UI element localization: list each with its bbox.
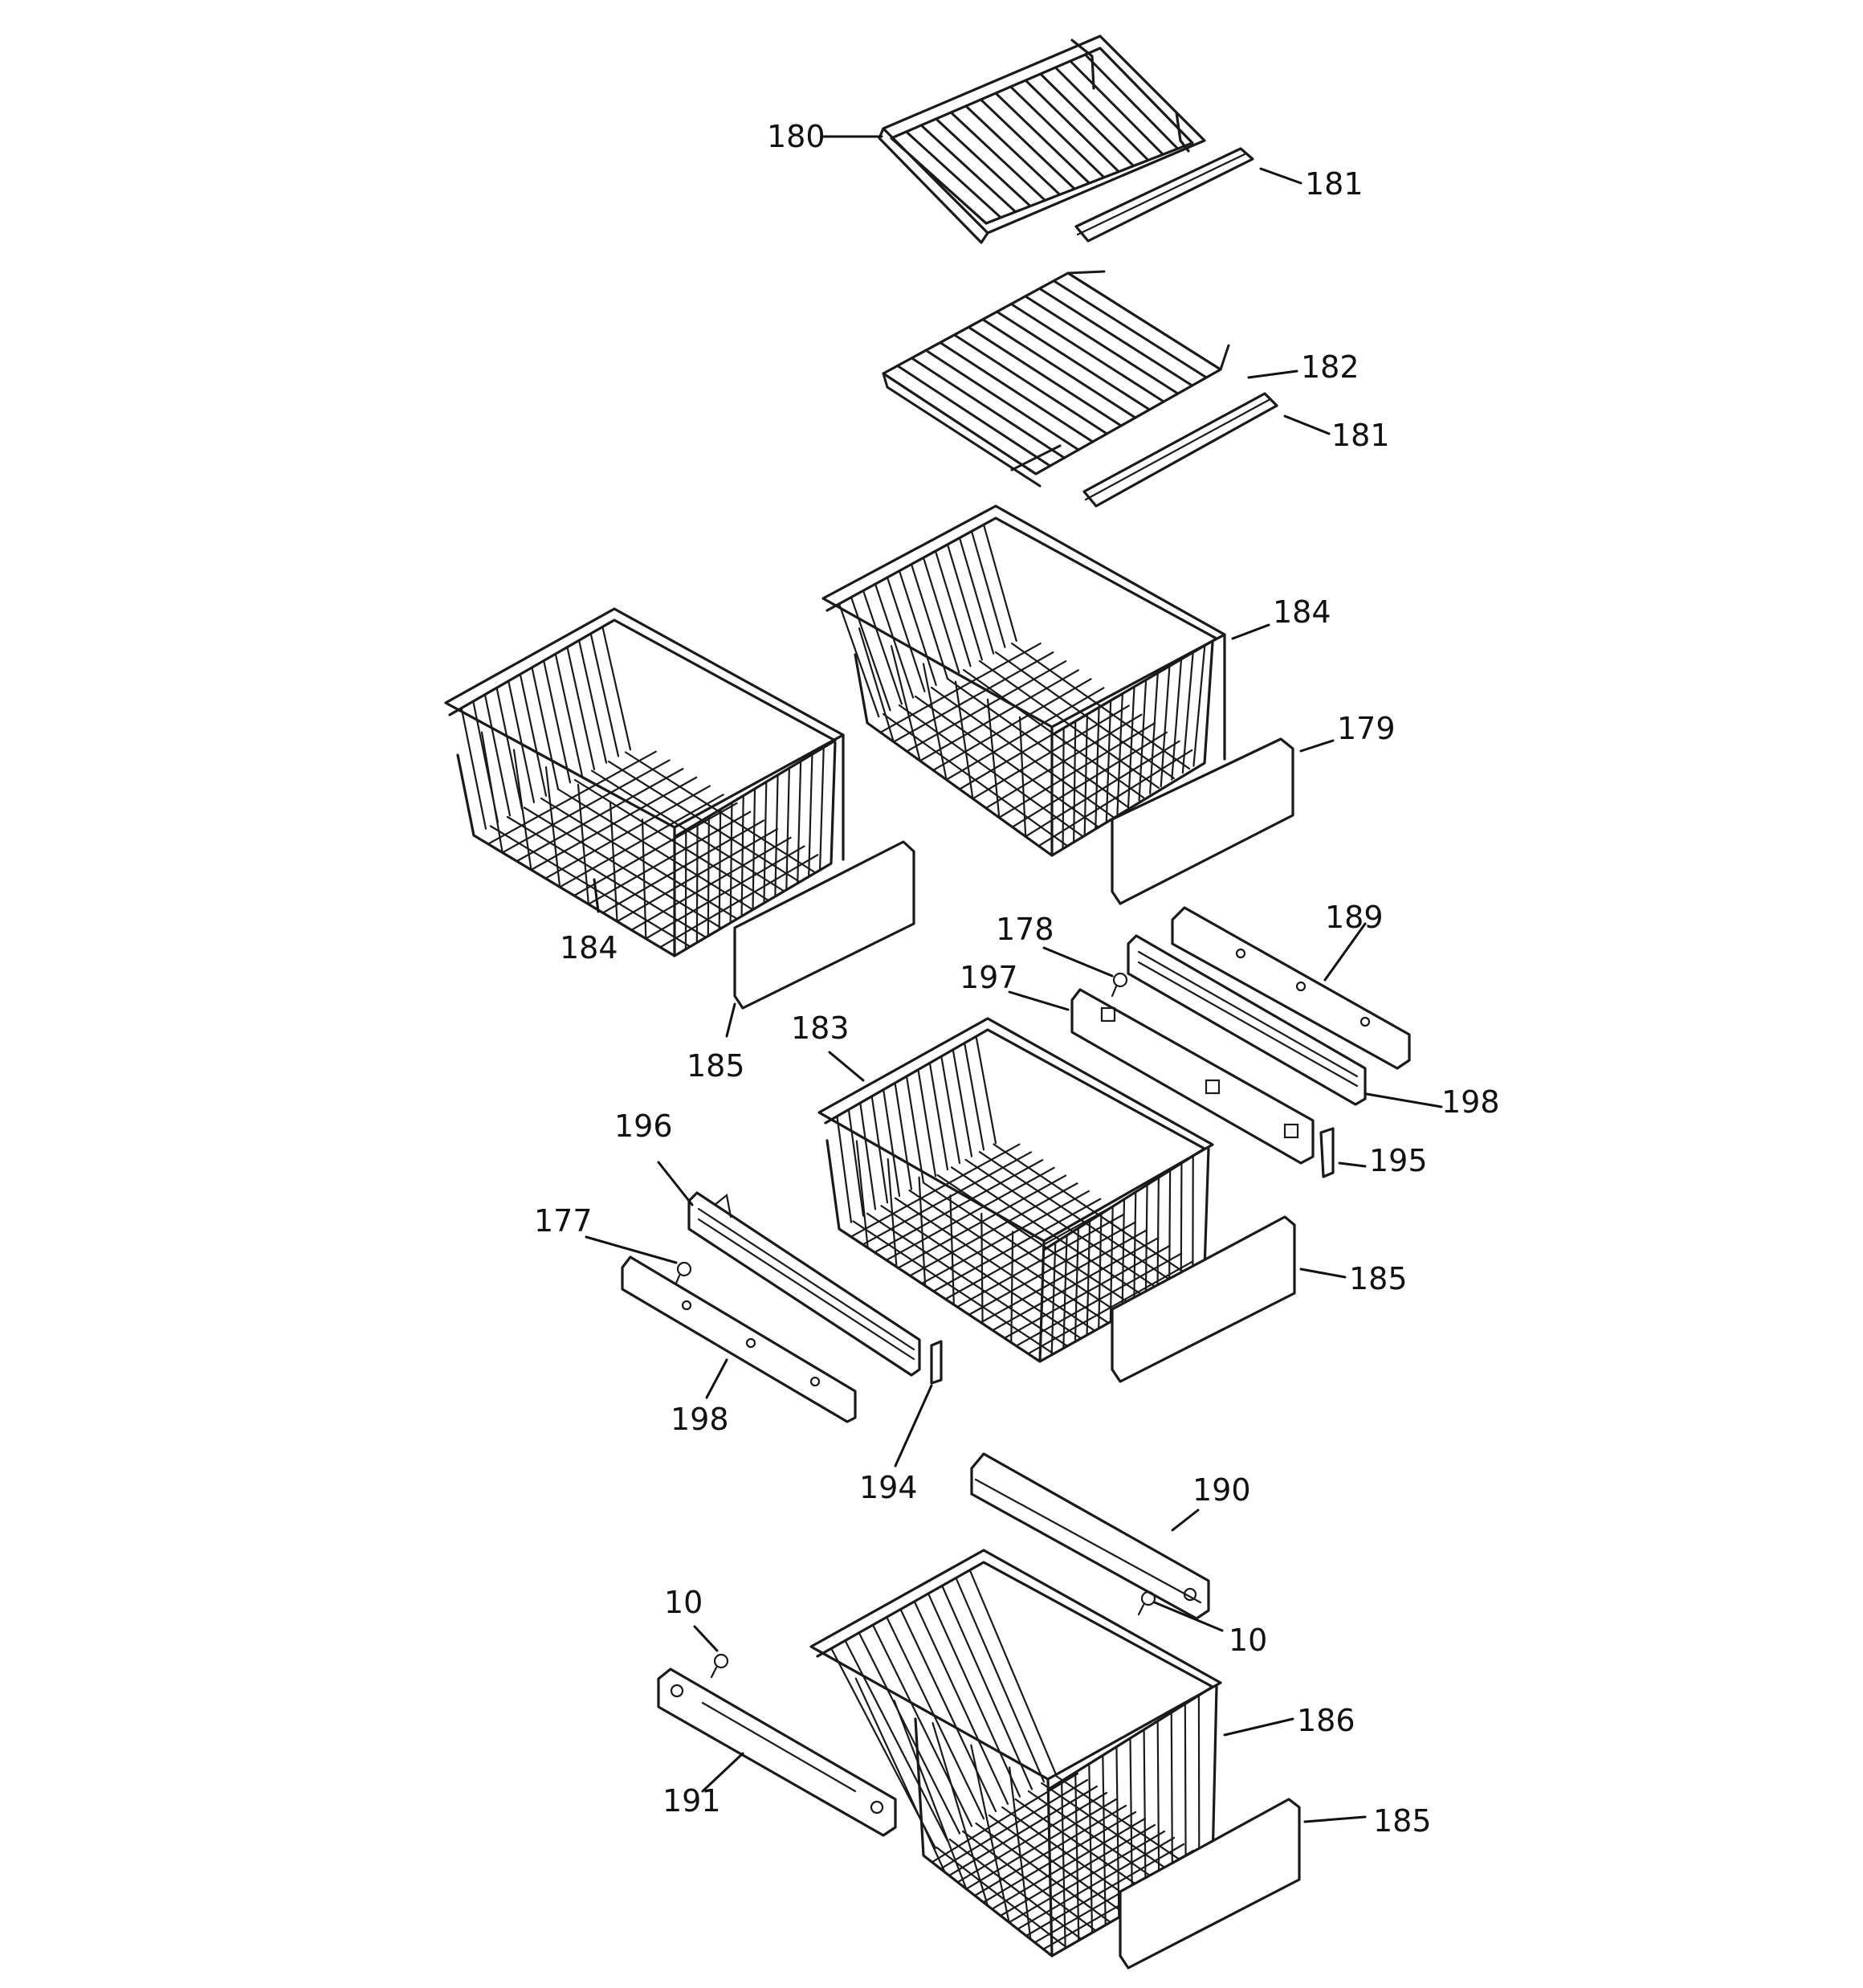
part-181-shelf-trim-lower [1082,392,1278,508]
part-10-screw-right [1137,1590,1156,1616]
part-181-shelf-trim-upper [1074,147,1254,243]
part-196-slide-rail-left [687,1191,921,1377]
part-178-screw [1111,972,1128,998]
basket-184-left-wires [460,626,825,950]
callout-185: 185 [1373,1803,1432,1839]
part-197-mounting-bracket [1070,988,1315,1165]
callout-181: 181 [1305,166,1364,202]
callout-198: 198 [1441,1084,1500,1120]
part-195-rail-clip [1319,1127,1335,1178]
part-185-basket-front-panel-b [1111,1215,1296,1383]
callout-190: 190 [1192,1472,1251,1508]
part-191-drawer-rail-lower [657,1668,897,1837]
part-185-basket-front-panel-c [1119,1798,1301,1970]
part-186-wire-basket-bottom [809,1549,1222,1957]
callout-189: 189 [1325,900,1384,935]
callout-177: 177 [534,1203,593,1239]
callout-184: 184 [560,930,618,965]
basket-184-right-wires [838,524,1206,850]
part-198-slide-rail-left-cover [621,1255,857,1423]
part-183-wire-basket [817,1017,1214,1363]
part-190-drawer-rail-upper [970,1452,1210,1620]
callout-185: 185 [687,1048,745,1084]
callout-185: 185 [1349,1261,1408,1296]
part-184-wire-basket-left [444,607,845,957]
callout-183: 183 [791,1010,850,1046]
callout-194: 194 [859,1470,918,1505]
part-10-screw-left [710,1653,729,1679]
callout-178: 178 [996,912,1054,947]
callout-180: 180 [767,119,826,154]
part-180-wire-shelf [878,35,1206,244]
part-189-rail-cover [1171,906,1411,1070]
leader-lines [585,135,1443,1823]
callout-184: 184 [1273,594,1331,630]
callout-197: 197 [960,960,1018,995]
callout-195: 195 [1369,1143,1428,1178]
basket-183-wires [836,1035,1194,1356]
part-179-basket-front-panel [1111,737,1294,905]
callout-191: 191 [662,1783,721,1819]
callout-179: 179 [1337,711,1396,746]
shelf-182-wires [896,280,1208,467]
part-185-basket-front-panel-a [733,840,915,1010]
callout-181: 181 [1331,418,1390,453]
callout-186: 186 [1297,1703,1355,1738]
part-182-wire-shelf [882,270,1230,488]
part-194-rail-clip [930,1340,943,1385]
part-184-wire-basket-right [821,504,1226,857]
basket-186-wires [830,1569,1205,1950]
callout-182: 182 [1301,349,1360,385]
callout-10: 10 [1229,1623,1267,1658]
callout-198: 198 [671,1402,729,1437]
callout-196: 196 [614,1108,673,1144]
shelf-180-wires [905,53,1180,219]
callout-labels: 180 181 182 181 184 179 184 185 178 189 … [534,119,1500,1839]
part-198-slide-rail-right [1127,934,1367,1106]
callout-10: 10 [664,1585,703,1620]
